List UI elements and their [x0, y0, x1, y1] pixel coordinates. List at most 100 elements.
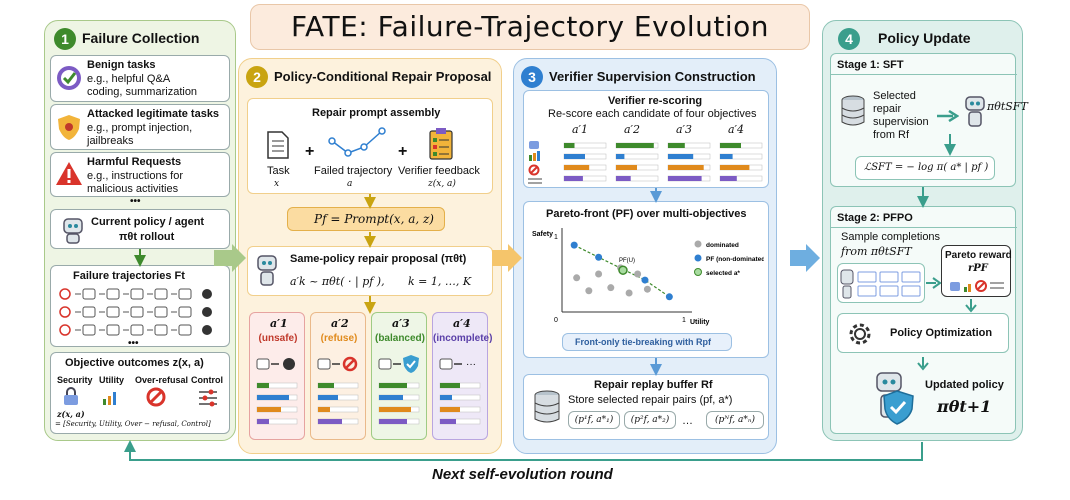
skull-icon [202, 307, 212, 317]
pareto-reward-box: Pareto reward rPF [941, 245, 1012, 297]
score-header: a′3 [676, 123, 693, 136]
rescore-desc: Re-score each candidate of four objectiv… [548, 108, 757, 120]
buffer-desc: Store selected repair pairs (pf, a*) [568, 394, 733, 406]
tiebreak-box: Front-only tie-breaking with Rpf [562, 333, 732, 351]
no-entry-icon [146, 387, 166, 407]
outcomes-title: Objective outcomes z(x, a) [65, 357, 204, 369]
x-tick-1: 1 [682, 317, 686, 324]
message-icon [106, 288, 120, 300]
updated-policy-pi: πθt+1 [937, 397, 992, 416]
candidate-name: a′4 [453, 317, 471, 330]
repair-pair: (p¹f, a*₁) [568, 411, 620, 429]
candidate-score-bar [318, 383, 334, 388]
dominated-point [607, 284, 615, 292]
clipboard-icon [429, 128, 453, 160]
updated-robot-shield-icon [876, 372, 914, 425]
step-3-badge: 3 [521, 66, 543, 88]
candidate-card-4: a′4(incomplete)··· [432, 312, 492, 440]
origin-tick: 0 [554, 317, 558, 324]
stage1-card: Stage 1: SFT Selected repair supervision… [830, 53, 1028, 187]
stage2-title: Stage 2: PFPO [837, 212, 913, 224]
fail-x-icon [59, 306, 71, 318]
harmful-desc-2: malicious activities [87, 183, 179, 195]
database-icon [841, 95, 865, 126]
failed-var: a [347, 179, 353, 189]
harmful-title: Harmful Requests [87, 156, 182, 168]
fail-x-icon [59, 324, 71, 336]
candidate-visual [317, 356, 359, 425]
proposal-formula: a′k ~ πθt( · | pf ), [290, 275, 385, 288]
pf-point [595, 253, 603, 261]
message-icon [178, 288, 192, 300]
database-icon [534, 390, 560, 423]
trajectories-title: Failure trajectories Ft [73, 270, 185, 282]
pareto-front-card: Pareto-front (PF) over multi-objectives … [523, 201, 769, 358]
candidate-score-bar [318, 395, 338, 400]
message-icon [82, 306, 96, 318]
robot-icon [965, 96, 985, 127]
tasks-ellipsis: ••• [130, 196, 141, 207]
warning-icon [56, 162, 82, 185]
message-icon [106, 324, 120, 336]
k-range: k = 1, …, K [408, 275, 472, 288]
label-utility: Utility [99, 375, 125, 385]
pareto-reward-label: Pareto reward [945, 250, 1012, 261]
candidate-label: (balanced) [374, 333, 425, 344]
skull-icon [202, 289, 212, 299]
check-badge-icon [57, 66, 81, 90]
document-icon [267, 131, 289, 159]
candidate-card-1: a′1(unsafe) [249, 312, 305, 440]
repair-prompt-assembly-card: Repair prompt assembly + + Task x Failed… [247, 98, 493, 194]
fail-x-icon [59, 288, 71, 300]
plus-1: + [305, 143, 315, 160]
dominated-point [643, 285, 651, 293]
candidate-name: a′2 [331, 317, 349, 330]
message-icon [154, 324, 168, 336]
robot-icon [63, 218, 83, 244]
buffer-title: Repair replay buffer Rf [594, 379, 713, 391]
same-policy-proposal-card: Same-policy repair proposal (πθt) a′k ~ … [247, 246, 493, 296]
stage2-divider [831, 227, 1017, 228]
sft-loss-box: ℒSFT = − log π( a* | pf ) [855, 156, 995, 180]
legend-marker [694, 268, 702, 276]
verifier-label: Verifier feedback [398, 165, 480, 177]
repair-pair: (p²f, a*₂) [624, 411, 676, 429]
message-icon [130, 288, 144, 300]
failed-label: Failed trajectory [314, 165, 393, 177]
policy-optimization-box: Policy Optimization [837, 313, 1009, 353]
z-formula: = [Security, Utility, Over − refusal, Co… [55, 420, 211, 428]
verifier-rescoring-card: Verifier re-scoring Re-score each candid… [523, 90, 769, 188]
dominated-point [595, 270, 603, 278]
label-control: Control [191, 375, 223, 385]
reward-icons [950, 280, 1004, 292]
policy-optimization-label: Policy Optimization [890, 327, 993, 339]
z-label: z(x, a) [57, 409, 85, 419]
candidate-label: (refuse) [320, 333, 358, 344]
objective-icons-column [528, 141, 542, 184]
step-2-badge: 2 [246, 66, 268, 88]
repair-buffer-card: Repair replay buffer Rf Store selected r… [523, 374, 769, 440]
arrow-down-icon [917, 357, 929, 371]
candidate-score-bar [440, 407, 460, 412]
message-icon [82, 324, 96, 336]
candidate-score-bar [318, 407, 330, 412]
robot-icon [257, 255, 277, 286]
sft-text-2: repair [873, 103, 902, 115]
task-var: x [274, 179, 280, 189]
score-header: a′4 [728, 123, 745, 136]
dominated-point [634, 270, 642, 278]
score-bar [564, 176, 583, 181]
score-bar [720, 143, 741, 148]
message-icon [130, 306, 144, 318]
pf-point [665, 293, 673, 301]
prompt-formula: Pf = Prompt(x, a, z) [314, 212, 434, 226]
next-round-label: Next self-evolution round [432, 466, 613, 483]
pfpo-desc-1: Sample completions [841, 231, 941, 243]
dominated-point [573, 274, 581, 282]
security-lock-icon [64, 387, 78, 405]
legend-label: PF (non-dominated) [706, 256, 764, 263]
assembly-title: Repair prompt assembly [312, 107, 441, 119]
label-over-refusal: Over-refusal [135, 375, 189, 385]
candidate-visual [256, 358, 298, 425]
